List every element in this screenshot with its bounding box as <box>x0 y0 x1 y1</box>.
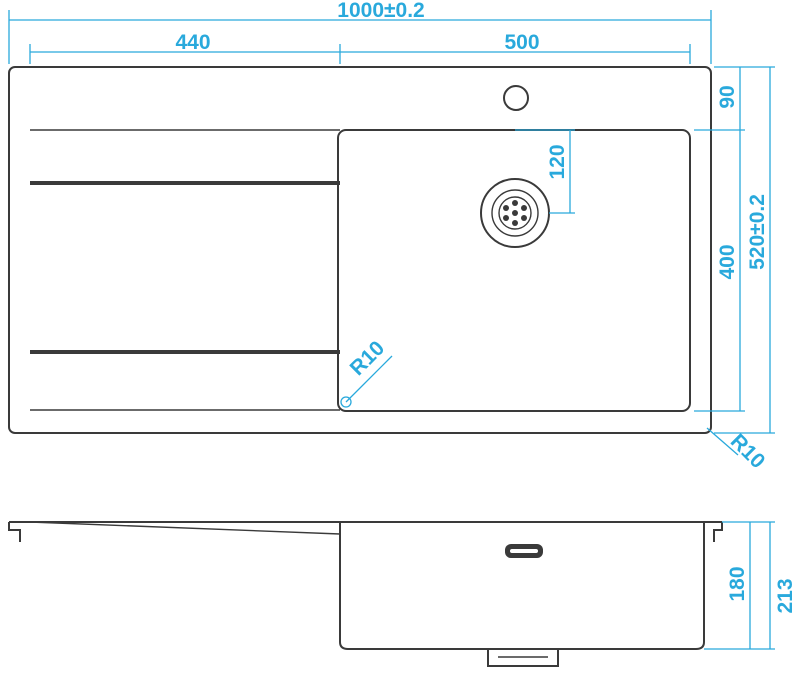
bowl-outline <box>337 129 691 412</box>
dim-overall-depth: 520±0.2 <box>746 194 769 270</box>
dim-tap-offset: 90 <box>716 85 739 108</box>
dim-corner-radius: R10 <box>726 430 770 474</box>
dim-overall-width: 1000±0.2 <box>337 0 424 22</box>
dim-bowl-width: 500 <box>504 31 539 54</box>
dim-bowl-radius: R10 <box>346 337 390 381</box>
sink-outline <box>8 66 712 434</box>
side-right-lip <box>713 522 723 542</box>
side-bowl-body <box>339 522 705 650</box>
top-view <box>8 66 712 434</box>
dim-drainboard-width: 440 <box>175 31 210 54</box>
dim-bowl-height: 180 <box>726 566 749 601</box>
drain-outlet <box>487 649 559 667</box>
dim-overall-height: 213 <box>774 578 797 613</box>
overflow-slot-inner <box>510 549 538 553</box>
dim-bowl-depth: 400 <box>716 244 739 279</box>
dimension-lines <box>8 10 775 650</box>
side-view <box>8 521 723 667</box>
side-left-lip <box>8 522 21 542</box>
drain-strainer <box>480 178 550 248</box>
side-drainboard-slope <box>29 521 341 535</box>
dim-drain-offset: 120 <box>546 144 569 179</box>
tap-hole <box>503 85 529 111</box>
